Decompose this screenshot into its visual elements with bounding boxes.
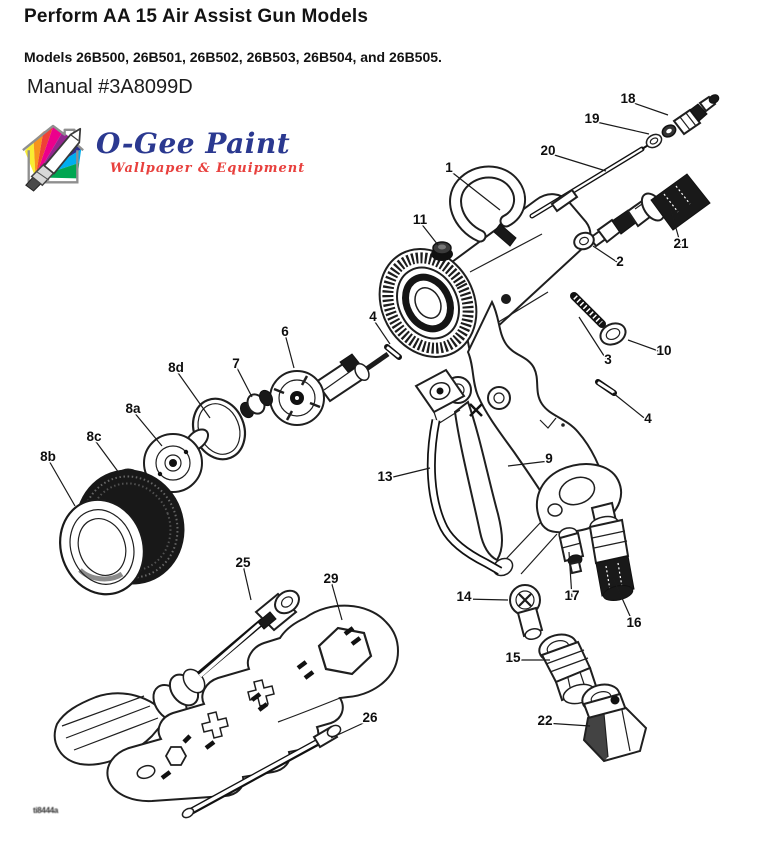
callout-7: 7 [232,356,240,371]
figure-reference-code: ti8444a [33,806,59,815]
callout-labels: 1 2 3 4 4 6 7 8d 8a 8c 8b 9 10 11 13 14 15 16 17 18 19 20 21 22… [39,90,690,739]
callout-29: 29 [323,571,338,586]
leader-line-4 [372,318,391,345]
fluid-tube-13 [414,368,503,575]
callout-21: 21 [673,236,689,251]
leader-line-2 [592,245,621,265]
callout-16: 16 [626,615,642,630]
multi-tool-wrench-29 [106,604,399,803]
leader-line-9 [507,460,550,467]
callout-13: 13 [377,469,393,484]
leader-line-29 [330,580,343,621]
callout-8d: 8d [168,360,184,375]
nozzle-tip-7 [240,389,273,419]
callout-3: 3 [604,352,612,367]
callout-14: 14 [456,589,472,604]
leader-line-8c [93,438,123,478]
leader-line-20 [547,152,607,172]
page-title: Perform AA 15 Air Assist Gun Models [24,6,369,27]
callout-8a: 8a [125,401,141,416]
needle-shaft-20 [529,141,654,219]
leader-line-8d [175,369,211,419]
leader-line-8b [47,458,76,507]
callout-15: 15 [505,650,521,665]
fitting-17 [558,527,585,575]
leader-line-25 [242,564,252,601]
leader-line-21 [668,202,682,247]
retaining-ring-8b [59,469,185,596]
callout-8c: 8c [86,429,102,444]
leader-line-19 [591,120,650,135]
leader-line-26 [330,719,371,739]
leader-line-13 [384,467,431,480]
callout-17: 17 [564,588,579,603]
logo-wordmark: O-Gee Paint [96,127,291,160]
leader-line-8a [132,410,163,447]
callout-4: 4 [644,411,652,426]
callout-11: 11 [413,212,428,227]
callout-26: 26 [362,710,378,725]
leader-line-16 [612,577,635,626]
valve-assembly-16 [588,501,635,602]
paintbrush-icon [25,127,82,192]
callout-2: 2 [616,254,624,269]
leader-line-10 [627,339,665,354]
callout-18: 18 [620,91,636,106]
valve-cartridge-21 [588,173,711,248]
packing-washers-19 [645,124,677,149]
washer-2 [573,231,595,251]
fluid-nozzle-6 [269,351,390,426]
callout-25: 25 [235,555,251,570]
callout-4: 4 [369,309,377,324]
swivel-fitting-22 [581,683,648,763]
ogee-paint-logo: O-Gee Paint Wallpaper & Equipment [18,122,305,192]
nut-driver-25 [53,589,300,766]
callout-9: 9 [545,451,553,466]
leader-line-22 [544,722,591,727]
air-cap-8a [136,428,210,498]
logo-tagline: Wallpaper & Equipment [110,161,306,176]
leader-line-7 [235,365,253,398]
leader-line-14 [463,598,509,601]
leader-line-17 [568,551,573,599]
leader-line-4 [612,392,649,422]
screw-3-10 [570,292,627,346]
pin-4-right [595,379,617,396]
callout-8b: 8b [40,449,56,464]
fitting-18 [672,94,720,136]
cleaning-rod-26 [181,724,342,819]
leader-line-18 [627,100,669,116]
pin-4-left [384,344,402,360]
callout-10: 10 [656,343,671,358]
trigger-9 [444,376,511,562]
models-subtitle: Models 26B500, 26B501, 26B502, 26B503, 2… [24,49,442,65]
leader-line-3 [578,316,609,363]
leader-line-6 [284,333,295,369]
fitting-14 [509,584,544,641]
manual-number: Manual #3A8099D [27,76,193,98]
gun-body-drawing [378,165,623,577]
callout-19: 19 [584,111,599,126]
callout-20: 20 [540,143,555,158]
callout-1: 1 [445,160,453,175]
logo-house-brush-icon [22,124,84,192]
callout-22: 22 [537,713,552,728]
leader-line-11 [419,221,439,246]
nut-11 [431,241,453,261]
leader-line-1 [448,169,501,211]
callout-6: 6 [281,324,289,339]
